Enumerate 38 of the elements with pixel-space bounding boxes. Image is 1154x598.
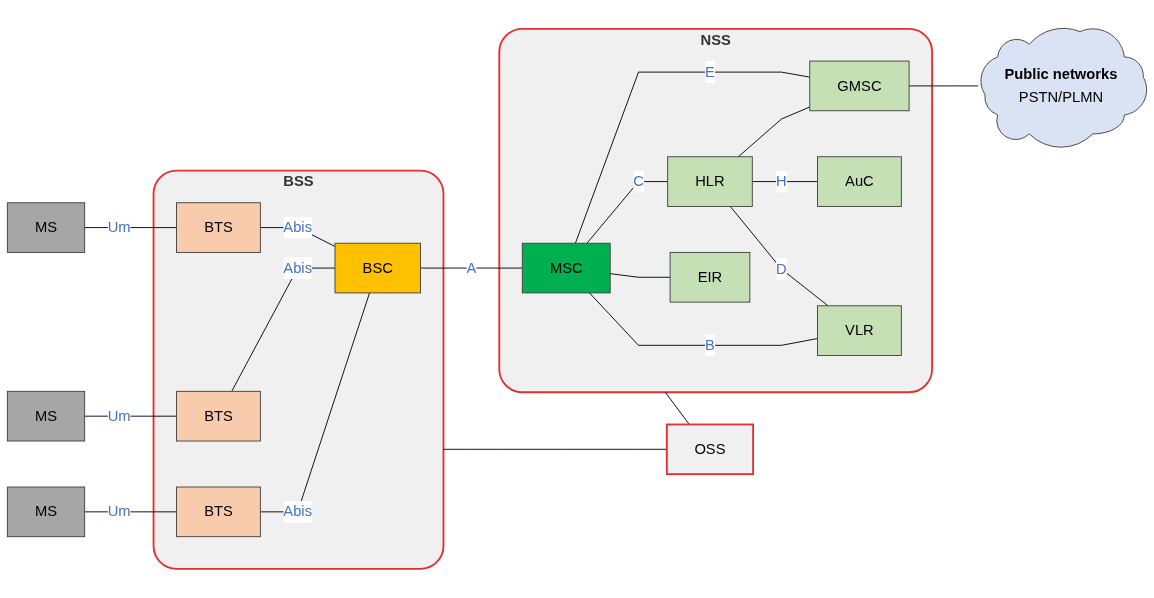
node-box: MSC	[521, 243, 611, 294]
node-box: HLR	[667, 156, 753, 208]
node-box: BTS	[176, 391, 261, 442]
connector	[609, 273, 671, 279]
connector	[420, 268, 523, 269]
node-box: EIR	[669, 252, 751, 303]
connector	[84, 416, 177, 417]
node-box: BTS	[176, 486, 261, 538]
node-box: MS	[6, 202, 86, 254]
edge-label: B	[705, 337, 715, 354]
edge-label: D	[776, 261, 787, 277]
node-box: MS	[6, 391, 86, 442]
node-box: VLR	[817, 305, 902, 357]
connector	[737, 106, 811, 158]
node-box: MS	[6, 486, 86, 538]
connector	[664, 392, 690, 426]
edge-label: Abis	[283, 219, 312, 236]
edge-label: A	[466, 260, 477, 276]
connector	[84, 227, 177, 229]
connector	[729, 206, 829, 307]
connector	[84, 511, 177, 513]
edge-label: H	[776, 173, 787, 190]
node-box: BSC	[334, 243, 421, 294]
connector	[589, 292, 818, 347]
connector	[586, 181, 669, 245]
node-box: BTS	[176, 202, 261, 254]
edge-label: Um	[107, 219, 131, 236]
edge-label: Abis	[283, 260, 312, 276]
node-box: GMSC	[809, 61, 910, 112]
edge-label: Um	[107, 503, 131, 520]
edge-label: C	[633, 173, 644, 190]
node-box: OSS	[665, 423, 755, 476]
connector	[574, 72, 811, 245]
edge-label: E	[705, 64, 715, 80]
edge-label: Um	[107, 408, 131, 424]
edge-label: Abis	[283, 503, 312, 520]
connector	[259, 292, 371, 513]
node-box: AuC	[817, 156, 902, 208]
